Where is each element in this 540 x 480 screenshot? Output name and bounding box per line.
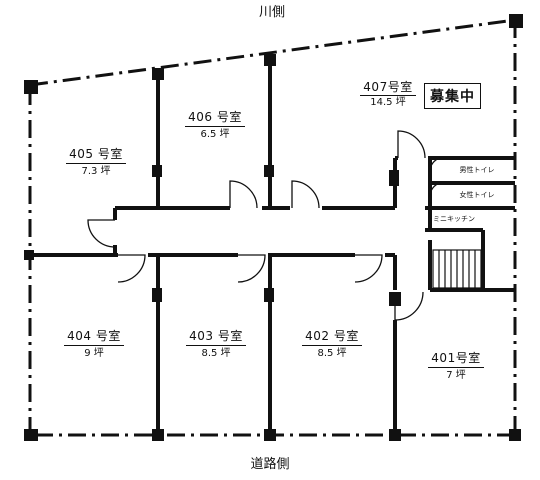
side-label-bottom: 道路側 [250,457,290,472]
room-underline [186,345,246,346]
room-size: 9 坪 [84,348,104,359]
room-name: 401号室 [431,351,481,365]
room-name: 407号室 [363,80,413,94]
staircase [432,249,482,289]
room-name: 406 号室 [188,110,242,124]
door-swings [87,130,441,321]
mens-toilet-label: 男性トイレ [459,166,495,174]
room-size: 6.5 坪 [200,129,230,140]
room-size: 7 坪 [446,370,466,381]
mini-kitchen-label: ミニキッチン [433,215,475,223]
room-size: 7.3 坪 [81,166,111,177]
room-underline [66,163,126,164]
room-size: 8.5 坪 [317,348,347,359]
room-underline [360,95,416,96]
side-label-top: 川側 [258,5,285,20]
room-underline [185,126,245,127]
pillars [24,14,523,441]
room-underline [428,367,484,368]
womens-toilet-label: 女性トイレ [459,191,495,199]
room-underline [302,345,362,346]
room-name: 403 号室 [189,329,243,343]
interior-walls [30,60,515,435]
room-size: 14.5 坪 [370,97,406,108]
room-name: 405 号室 [69,147,123,161]
room-underline [64,345,124,346]
vacancy-badge: 募集中 [424,83,481,109]
room-name: 402 号室 [305,329,359,343]
room-size: 8.5 坪 [201,348,231,359]
room-name: 404 号室 [67,329,121,343]
